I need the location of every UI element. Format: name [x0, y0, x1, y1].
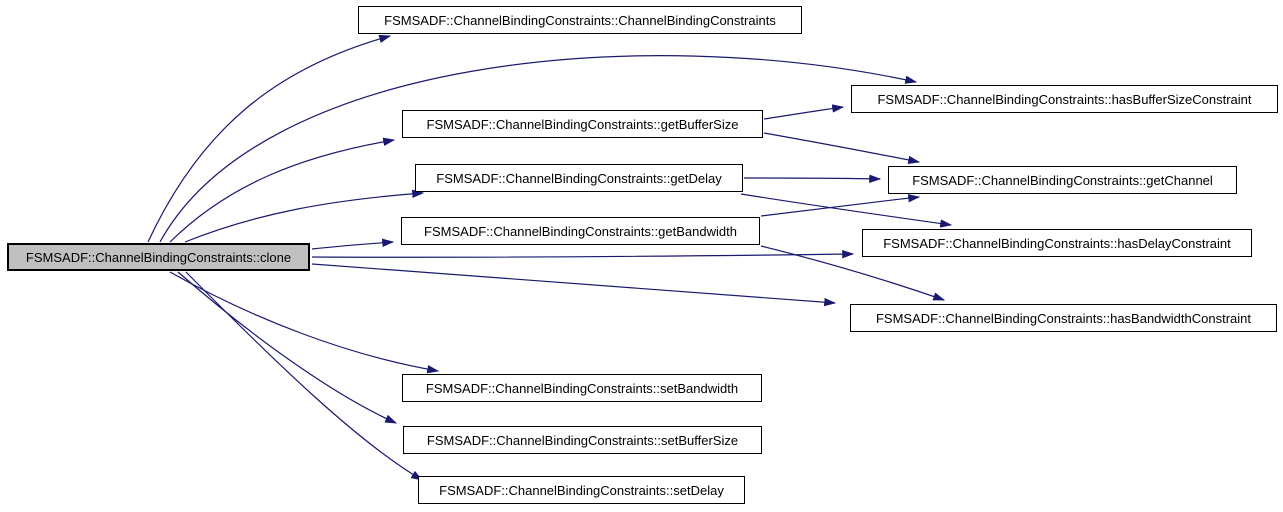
edge-get-bandwidth-to-get-channel — [760, 194, 921, 217]
node-get-buffer-size[interactable]: FSMSADF::ChannelBindingConstraints::getB… — [402, 110, 763, 138]
node-clone: FSMSADF::ChannelBindingConstraints::clon… — [7, 243, 310, 271]
edge-clone-to-has-delay-constraint — [311, 249, 855, 259]
node-has-bandwidth-constraint[interactable]: FSMSADF::ChannelBindingConstraints::hasB… — [850, 304, 1277, 332]
edge-get-bandwidth-to-has-bandwidth-constraint — [760, 245, 946, 301]
edge-clone-to-set-buffer-size — [177, 271, 398, 424]
edge-clone-to-set-bandwidth — [169, 271, 440, 374]
node-set-buffer-size[interactable]: FSMSADF::ChannelBindingConstraints::setB… — [403, 426, 762, 454]
edge-get-delay-to-has-delay-constraint — [740, 193, 953, 228]
edge-clone-to-get-buffer-size — [169, 137, 396, 243]
edge-get-delay-to-get-channel — [743, 174, 882, 183]
edge-clone-to-has-bandwidth-constraint — [311, 263, 837, 307]
node-get-delay[interactable]: FSMSADF::ChannelBindingConstraints::getD… — [415, 164, 743, 192]
node-get-bandwidth[interactable]: FSMSADF::ChannelBindingConstraints::getB… — [401, 217, 760, 245]
edge-clone-to-get-bandwidth — [311, 238, 395, 250]
node-set-delay[interactable]: FSMSADF::ChannelBindingConstraints::setD… — [418, 476, 745, 504]
node-has-buffer-size-constraint[interactable]: FSMSADF::ChannelBindingConstraints::hasB… — [851, 85, 1278, 113]
node-has-delay-constraint[interactable]: FSMSADF::ChannelBindingConstraints::hasD… — [862, 229, 1252, 257]
edge-clone-to-set-delay — [185, 271, 424, 481]
edge-get-buffer-size-to-get-channel — [763, 132, 921, 165]
node-get-channel[interactable]: FSMSADF::ChannelBindingConstraints::getC… — [888, 166, 1237, 194]
edge-clone-to-get-delay — [184, 189, 425, 243]
edge-clone-to-has-buffer-size-constraint — [159, 55, 918, 243]
node-set-bandwidth[interactable]: FSMSADF::ChannelBindingConstraints::setB… — [402, 374, 762, 402]
edge-get-buffer-size-to-has-buffer-size-constraint — [763, 104, 845, 120]
edge-clone-to-constructor — [147, 34, 392, 243]
node-channel-binding-constraints[interactable]: FSMSADF::ChannelBindingConstraints::Chan… — [358, 6, 802, 34]
